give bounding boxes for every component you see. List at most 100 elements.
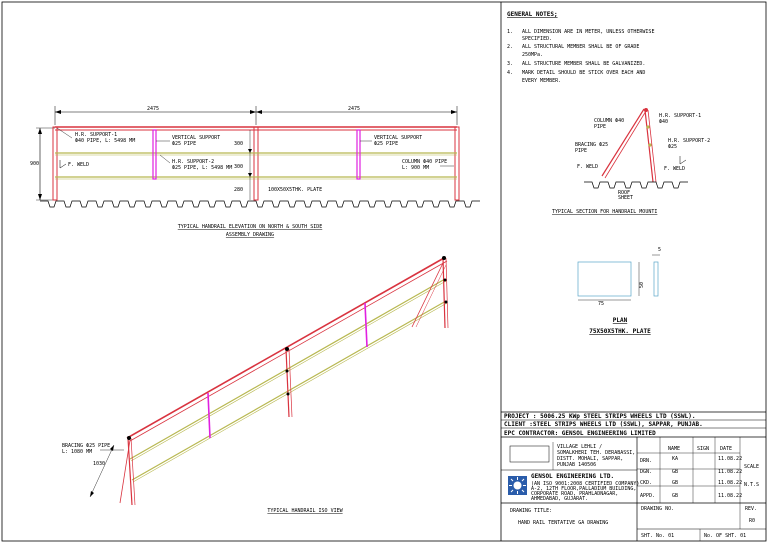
iso-node <box>443 278 447 282</box>
iso-node <box>285 369 289 373</box>
iso-vertical-support-left <box>207 392 211 439</box>
note-1-num: 1. <box>507 29 513 35</box>
tb-scale-label: SCALE <box>744 464 759 470</box>
section-column-spec: PIPE <box>594 124 606 130</box>
note-3-line1: ALL STRUCTURE MEMBER SHALL BE GALVANIZED… <box>522 61 645 67</box>
tb-epc: EPC CONTRACTOR: GENSOL ENGINEERING LIMIT… <box>504 430 656 437</box>
vertical-support-spec-a: Ф25 PIPE <box>172 141 196 147</box>
iso-node <box>127 436 131 440</box>
tb-company-4: AHMEDABAD, GUJARAT. <box>531 496 588 502</box>
iso-node <box>286 392 290 396</box>
tb-row-name: GB <box>672 469 678 475</box>
plate-side-outline <box>653 261 659 297</box>
iso-post-right-edge <box>445 257 449 329</box>
elevation-caption-2: ASSEMBLY DRAWING <box>226 232 274 238</box>
post-right <box>454 126 460 201</box>
column-label: COLUMN Ф40 PIPE <box>402 159 447 165</box>
dim-280-label: 280 <box>234 187 243 193</box>
tb-drawing-title: HAND RAIL TENTATIVE GA DRAWING <box>518 520 608 526</box>
dim-arrow <box>248 149 252 153</box>
roof-sheet-elevation <box>40 200 480 208</box>
post-middle <box>253 126 259 201</box>
hr-support-1-label: H.R. SUPPORT-1 <box>75 132 117 138</box>
iso-caption: TYPICAL HANDRAIL ISO VIEW <box>267 508 343 514</box>
iso-top-rail-edge <box>129 260 448 442</box>
weld-label: F. WELD <box>68 162 89 168</box>
dim-arrow <box>110 445 114 451</box>
iso-node <box>285 347 289 351</box>
tb-address-2: SOMALKHERI TEH. DERABASSI, <box>557 450 635 456</box>
tb-rev-value: R0 <box>749 518 755 524</box>
note-1-line1: ALL DIMENSION ARE IN METER, UNLESS OTHER… <box>522 29 654 35</box>
vertical-support-right <box>356 129 361 180</box>
plate-label: 100X50X5THK. PLATE <box>268 187 322 193</box>
tb-address-1: VILLAGE LEHLI / <box>557 444 602 450</box>
hr-support-2-label: H.R. SUPPORT-2 <box>172 159 214 165</box>
dim-300b-label: 300 <box>234 164 243 170</box>
title-block: PROJECT : 5006.25 KWp STEEL STRIPS WHEEL… <box>501 411 766 541</box>
tb-client: CLIENT :STEEL STRIPS WHEELS LTD (SSWL), … <box>504 421 703 428</box>
iso-post-left-edge <box>130 437 136 506</box>
iso-bracing-spec: L: 1080 MM <box>62 449 92 455</box>
iso-node <box>444 300 448 304</box>
tb-scale-value: N.T.S <box>744 482 759 488</box>
note-4-line1: MARK DETAIL SHOULD BE STICK OVER EACH AN… <box>522 70 645 76</box>
tb-rev-label: REV. <box>745 506 757 512</box>
dim-right-label: 2475 <box>348 106 360 112</box>
iso-bracing-right-edge <box>415 264 447 328</box>
hr-support-2-spec: Ф25 PIPE, L: 5498 MM <box>172 165 232 171</box>
iso-post-middle <box>285 348 290 418</box>
elevation-view: 2475 2475 900 300 300 280 H.R. <box>30 106 480 238</box>
tb-company-2: A-2, 12TH FLOOR,PALLADIUM BUILDING, <box>531 486 636 492</box>
dim-left-label: 2475 <box>147 106 159 112</box>
section-bracing-spec: PIPE <box>575 148 587 154</box>
section-view: COLUMN Ф40 PIPE BRACING Ф25 PIPE F. WELD… <box>552 108 710 215</box>
dim-arrow <box>38 194 42 200</box>
section-rail-mid <box>646 125 650 129</box>
tb-drawing-title-label: DRAWING TITLE: <box>510 508 552 514</box>
section-bracing-label: BRACING Ф25 <box>575 142 608 148</box>
tb-row-name: GB <box>672 480 678 486</box>
leader-line <box>56 127 73 139</box>
leader-line <box>159 154 171 164</box>
weld-flag-icon <box>59 160 67 169</box>
dim-arrow <box>55 110 61 114</box>
note-4-line2: EVERY MEMBER. <box>522 78 561 84</box>
tb-row-date: 11.08.22 <box>718 469 742 475</box>
dim-arrow <box>90 491 94 497</box>
tb-row-date: 11.08.22 <box>718 480 742 486</box>
iso-node <box>442 256 446 260</box>
column-spec: L: 900 MM <box>402 165 429 171</box>
note-2-line1: ALL STRUCTURAL MEMBER SHALL BE OF GRADE <box>522 44 639 50</box>
tb-row-role: APPD. <box>640 493 655 499</box>
tb-company-1: (AN ISO 9001:2008 CERTIFIED COMPANY) <box>531 481 639 487</box>
dim-300a-label: 300 <box>234 141 243 147</box>
iso-post-right <box>442 257 446 329</box>
vertical-support-label-b: VERTICAL SUPPORT <box>374 135 422 141</box>
dim-arrow <box>250 110 256 114</box>
iso-mid-rail-2-edge <box>132 302 448 483</box>
tb-row-name: GB <box>672 493 678 499</box>
note-1-line2: SPECIFIED. <box>522 36 552 42</box>
section-sheet-label-2: SHEET <box>618 195 633 201</box>
weld-flag-icon <box>679 156 687 165</box>
section-column-label: COLUMN Ф40 <box>594 118 624 124</box>
tb-row-role: DGN. <box>640 469 652 475</box>
section-weld-label-right: F. WELD <box>664 166 685 172</box>
section-weld-label: F. WELD <box>577 164 598 170</box>
iso-post-middle-edge <box>288 348 293 418</box>
tb-client-logo-box <box>509 445 550 463</box>
iso-mid-rail-1 <box>129 278 446 460</box>
iso-bracing-left <box>119 439 131 504</box>
tb-project: PROJECT : 5006.25 KWp STEEL STRIPS WHEEL… <box>504 413 695 420</box>
note-3-num: 3. <box>507 61 513 67</box>
plate-dim-50: 50 <box>639 282 645 288</box>
tb-row-date: 11.08.22 <box>718 493 742 499</box>
iso-bracing-right <box>411 262 444 328</box>
tb-address-3: DISTT. MOHALI, SAPPAR, <box>557 456 623 462</box>
plate-detail: 5 50 75 PLAN 75X50X5THK. PLATE <box>577 247 661 335</box>
tb-header-date: DATE <box>720 446 732 452</box>
tb-address-4: PUNJAB 140506 <box>557 462 596 468</box>
section-caption: TYPICAL SECTION FOR HANDRAIL MOUNTI <box>552 209 657 215</box>
general-notes: GENERAL NOTES; 1. ALL DIMENSION ARE IN M… <box>507 11 654 84</box>
